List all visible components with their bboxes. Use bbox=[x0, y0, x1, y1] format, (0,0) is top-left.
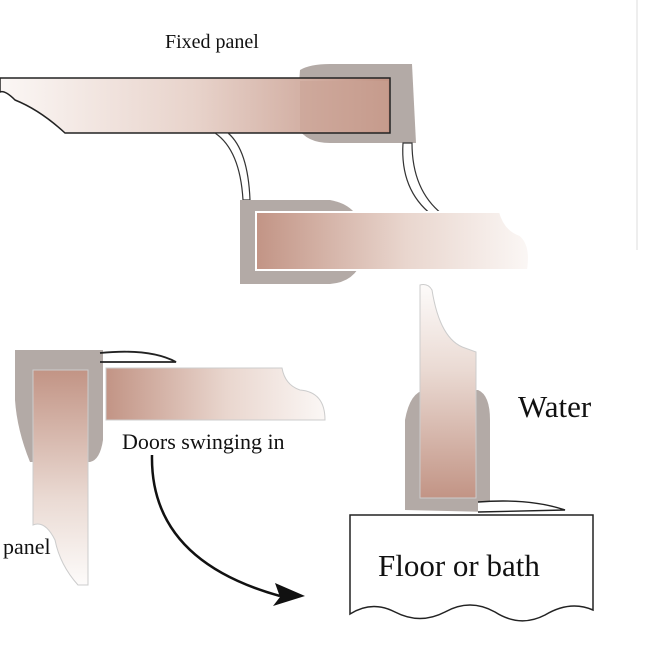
fixed-panel-assembly bbox=[0, 64, 444, 216]
door-glass bbox=[255, 211, 530, 271]
swing-door-glass bbox=[105, 367, 326, 421]
seal-flap bbox=[477, 500, 566, 513]
swing-arrow bbox=[150, 454, 281, 598]
side-panel-glass bbox=[32, 369, 89, 586]
fixed-panel-glass bbox=[0, 77, 391, 134]
label-doors-swinging-in: Doors swinging in bbox=[122, 429, 285, 454]
floor-seal-assembly bbox=[349, 284, 594, 622]
label-floor-or-bath: Floor or bath bbox=[378, 548, 540, 583]
label-fixed-panel: Fixed panel bbox=[165, 31, 259, 53]
floor-block bbox=[349, 514, 594, 622]
seal-flap bbox=[99, 350, 177, 363]
inward-swing-assembly bbox=[15, 350, 326, 606]
seal-flap bbox=[213, 132, 251, 201]
label-panel: panel bbox=[3, 534, 51, 559]
door-panel-assembly bbox=[240, 200, 530, 284]
arrow-head-icon bbox=[273, 583, 305, 606]
standing-glass bbox=[419, 284, 477, 499]
label-water: Water bbox=[518, 389, 592, 424]
seal-flap bbox=[402, 142, 444, 216]
